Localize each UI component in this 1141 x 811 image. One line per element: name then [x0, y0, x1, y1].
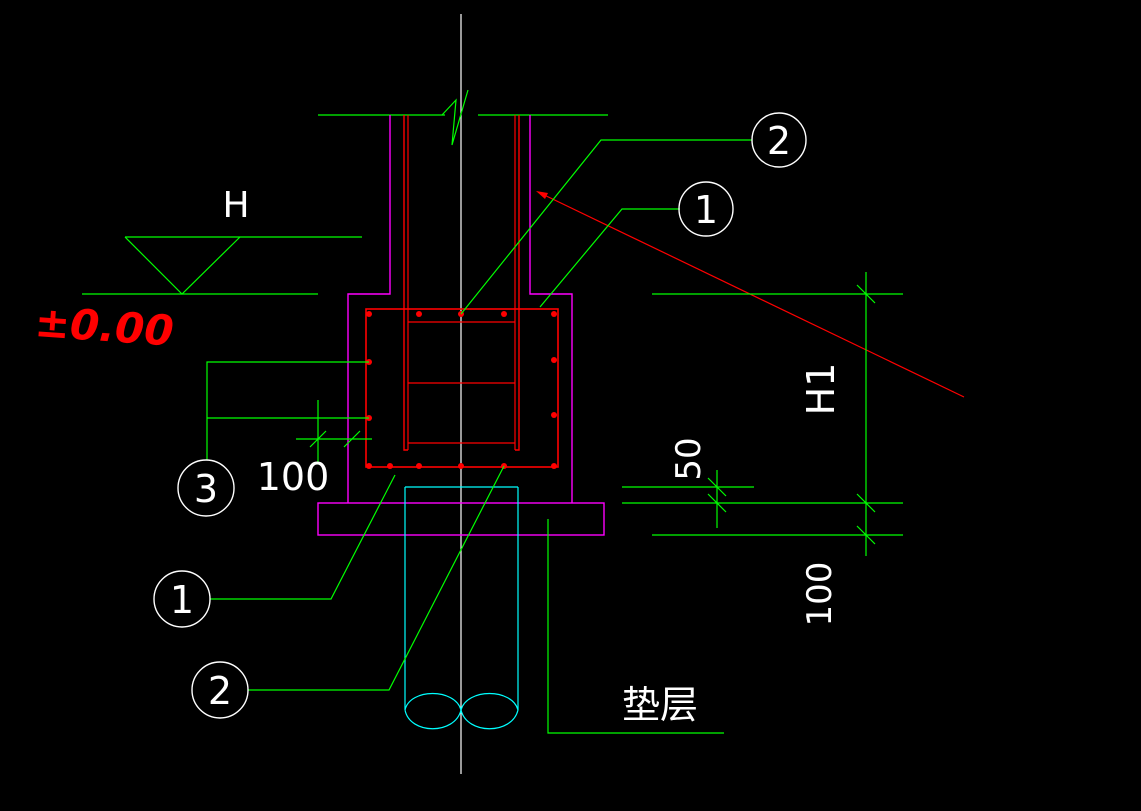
leader-line-cushion — [547, 519, 724, 734]
callout-bubble-left-3: 3 — [177, 459, 235, 517]
leader-line-bottom-left-2 — [248, 465, 505, 691]
callout-number: 1 — [694, 188, 718, 232]
dim-tick — [856, 525, 876, 545]
callout-bubble-bottom-left-1: 1 — [153, 570, 211, 628]
break-symbol — [441, 89, 469, 146]
rebar-dot — [551, 311, 557, 317]
level-symbol-label: H — [222, 185, 249, 226]
column-rebar-right — [515, 115, 520, 451]
callout-bubble-bottom-left-2: 2 — [191, 661, 249, 719]
rebar-dot — [501, 311, 507, 317]
dim-tick — [343, 430, 361, 448]
dim-tick — [707, 493, 727, 513]
leader-line-top-right-1 — [539, 208, 680, 308]
pile-break-symbol — [404, 692, 519, 730]
height-dimension-label: H1 — [799, 363, 843, 416]
elevation-annotation: ±0.00 — [33, 297, 175, 356]
rebar-dot — [387, 463, 393, 469]
leader-line-left-3 — [206, 361, 369, 460]
leader-line-bottom-left-1 — [210, 474, 396, 600]
dim-tick — [309, 430, 327, 448]
rebar-dot — [458, 463, 464, 469]
leader-line-top-right-2 — [460, 139, 752, 315]
column-rebar-left — [403, 115, 408, 451]
callout-bubble-top-right-1: 1 — [678, 181, 734, 237]
dim-tick — [856, 284, 876, 304]
rebar-dot — [551, 463, 557, 469]
callout-number: 2 — [208, 669, 232, 713]
dim-tick — [707, 477, 727, 497]
cushion-dimension-label: 100 — [800, 562, 840, 627]
dim-tick — [856, 493, 876, 513]
rebar-dot — [416, 311, 422, 317]
top-offset-dimension-label: 50 — [669, 437, 709, 480]
callout-number: 3 — [194, 467, 218, 511]
cushion-layer — [317, 502, 605, 536]
callout-number: 1 — [170, 578, 194, 622]
rebar-dot — [551, 412, 557, 418]
callout-number: 2 — [767, 119, 791, 163]
cushion-layer-label: 垫层 — [622, 683, 698, 727]
cover-dimension-label: 100 — [257, 455, 330, 499]
callout-bubble-top-right-2: 2 — [751, 112, 807, 168]
column-outline — [347, 115, 391, 503]
level-triangle — [124, 236, 241, 295]
rebar-dot — [366, 463, 372, 469]
rebar-dot — [366, 311, 372, 317]
annotation-arrowhead — [536, 191, 548, 199]
rebar-dot — [551, 357, 557, 363]
rebar-dot — [416, 463, 422, 469]
